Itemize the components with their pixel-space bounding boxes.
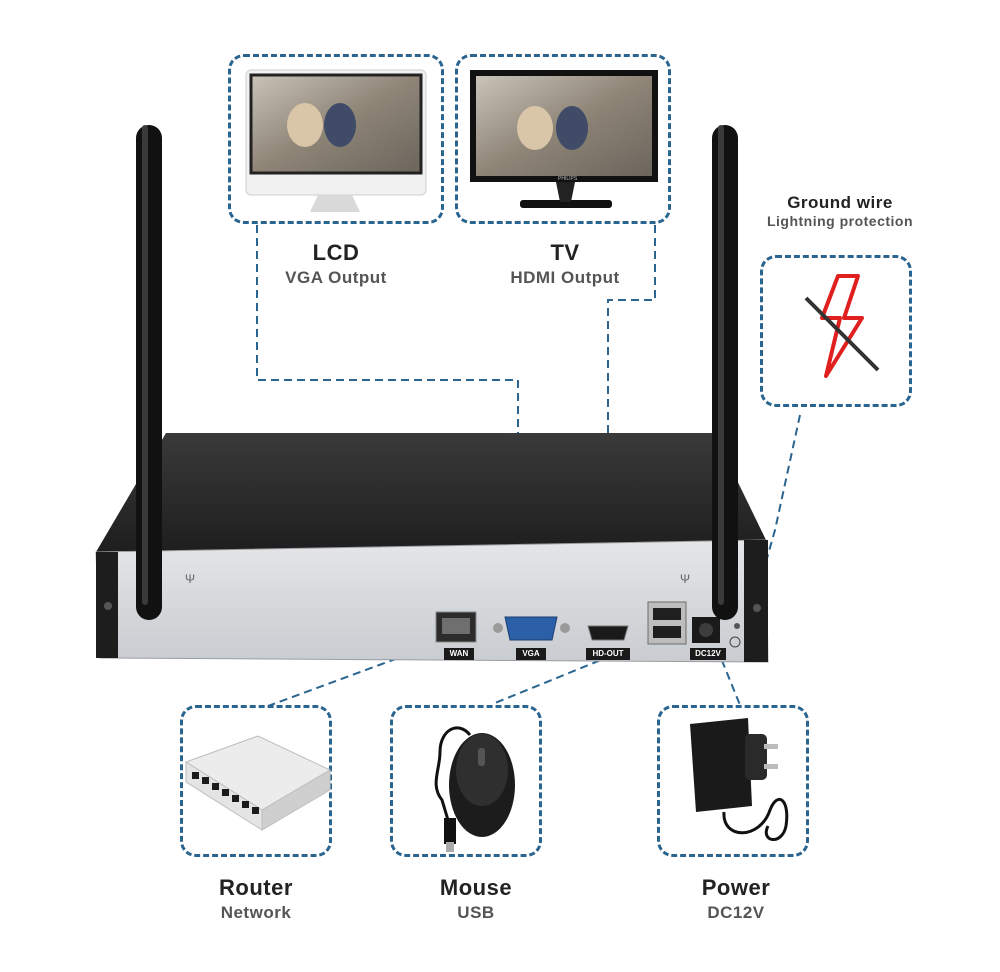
screw-left: [104, 602, 112, 610]
ground-frame: [760, 255, 912, 407]
nvr-top-panel: [96, 433, 766, 552]
router-frame: [180, 705, 332, 857]
lcd-caption: LCD VGA Output: [226, 240, 446, 288]
nvr-recorder: [95, 433, 769, 663]
mouse-caption: Mouse USB: [366, 875, 586, 923]
vga-label: VGA: [516, 648, 546, 660]
hdmi-label: HD-OUT: [586, 648, 630, 660]
lcd-subtitle: VGA Output: [285, 268, 387, 287]
ground-symbol-icon: [729, 636, 741, 648]
router-title: Router: [219, 875, 293, 900]
ground-screw: [734, 623, 740, 629]
router-caption: Router Network: [146, 875, 366, 923]
vga-screw-left: [493, 623, 503, 633]
ground-subtitle: Lightning protection: [766, 213, 914, 229]
power-subtitle: DC12V: [707, 903, 765, 922]
lcd-title: LCD: [312, 240, 360, 265]
wan-label: WAN: [444, 648, 474, 660]
ground-title: Ground wire: [787, 193, 893, 212]
dc-label: DC12V: [690, 648, 726, 660]
power-frame: [657, 705, 809, 857]
tv-subtitle: HDMI Output: [510, 268, 620, 287]
nvr-right-ear: [744, 540, 768, 662]
mouse-title: Mouse: [439, 875, 513, 900]
hdmi-port: [587, 625, 629, 641]
screw-right: [753, 604, 761, 612]
ground-caption: Ground wire Lightning protection: [730, 193, 950, 229]
vga-port: [504, 616, 558, 641]
antenna-icon: Ψ: [185, 572, 195, 586]
power-title: Power: [701, 875, 771, 900]
antenna-right: [712, 125, 738, 620]
vga-screw-right: [560, 623, 570, 633]
power-caption: Power DC12V: [626, 875, 846, 923]
usb-slot-1: [653, 608, 681, 620]
mouse-subtitle: USB: [457, 903, 495, 922]
lcd-frame: [228, 54, 444, 224]
usb-slot-2: [653, 626, 681, 638]
dc-jack-center: [699, 623, 713, 637]
mouse-frame: [390, 705, 542, 857]
wan-socket: [442, 618, 470, 634]
tv-title: TV: [550, 240, 580, 265]
antenna-left: [136, 125, 162, 620]
router-subtitle: Network: [220, 903, 292, 922]
tv-frame: [455, 54, 671, 224]
antenna-icon-2: Ψ: [680, 572, 690, 586]
tv-caption: TV HDMI Output: [455, 240, 675, 288]
